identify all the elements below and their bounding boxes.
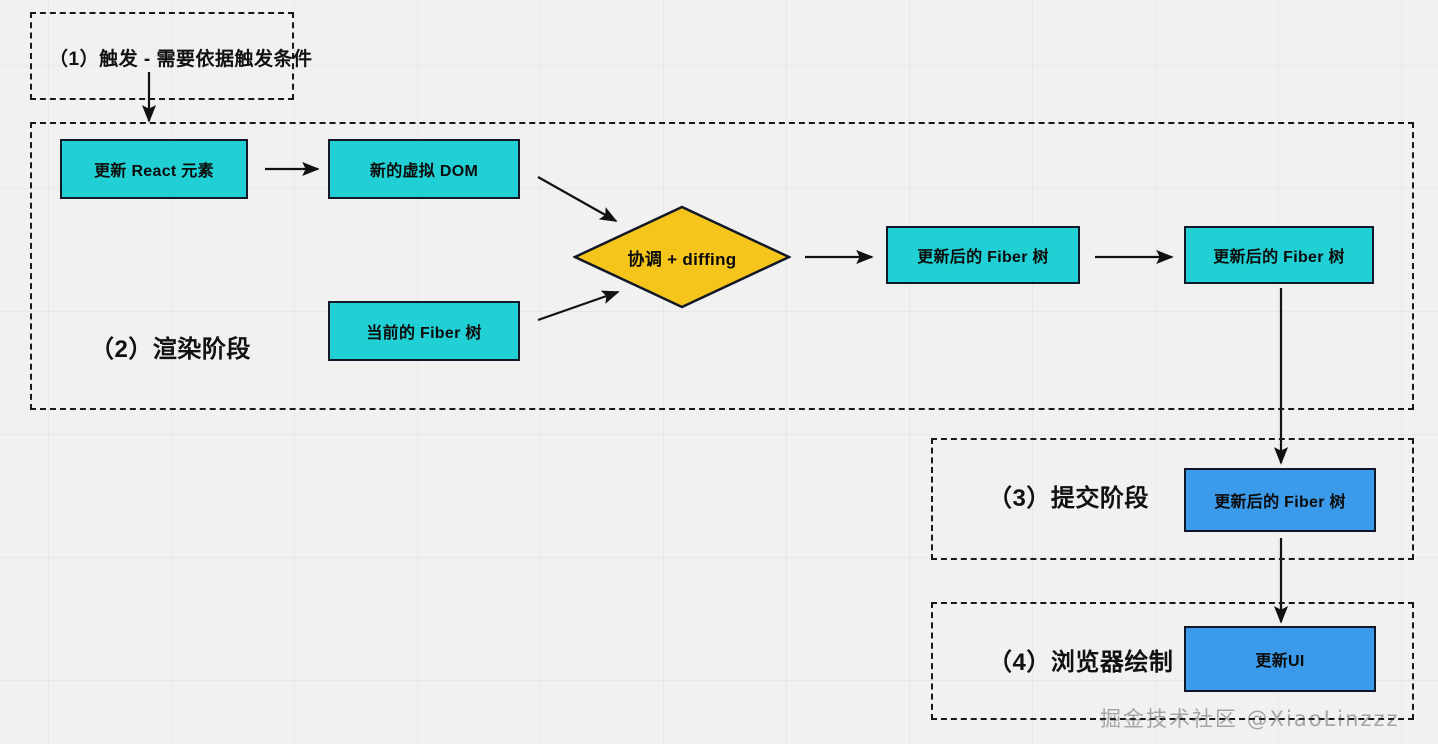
node-new-virtual-dom[interactable]: 新的虚拟 DOM xyxy=(328,139,520,199)
node-update-ui[interactable]: 更新UI xyxy=(1184,626,1376,692)
node-update-react-element[interactable]: 更新 React 元素 xyxy=(60,139,248,199)
node-current-fiber-tree-label: 当前的 Fiber 树 xyxy=(366,325,482,342)
node-new-virtual-dom-label: 新的虚拟 DOM xyxy=(369,163,479,180)
node-update-ui-label: 更新UI xyxy=(1255,653,1305,670)
node-updated-fiber-tree-1[interactable]: 更新后的 Fiber 树 xyxy=(886,226,1080,284)
node-updated-fiber-tree-3-label: 更新后的 Fiber 树 xyxy=(1214,494,1346,511)
node-updated-fiber-tree-2-label: 更新后的 Fiber 树 xyxy=(1213,249,1345,266)
node-reconcile-diffing[interactable]: 协调 + diffing xyxy=(573,205,791,309)
node-updated-fiber-tree-1-label: 更新后的 Fiber 树 xyxy=(917,249,1049,266)
node-updated-fiber-tree-3[interactable]: 更新后的 Fiber 树 xyxy=(1184,468,1376,532)
group-render[interactable]: （2）渲染阶段 xyxy=(30,122,1414,410)
node-updated-fiber-tree-2[interactable]: 更新后的 Fiber 树 xyxy=(1184,226,1374,284)
node-update-react-element-label: 更新 React 元素 xyxy=(94,163,214,180)
group-trigger[interactable]: （1）触发 - 需要依据触发条件 xyxy=(30,12,312,100)
group-paint-label: （4）浏览器绘制 xyxy=(988,649,1174,676)
diamond-shape xyxy=(573,205,791,309)
node-current-fiber-tree[interactable]: 当前的 Fiber 树 xyxy=(328,301,520,361)
group-commit[interactable]: （3）提交阶段 xyxy=(931,438,1414,560)
group-render-label: （2）渲染阶段 xyxy=(90,336,251,363)
group-commit-label: （3）提交阶段 xyxy=(988,485,1149,512)
node-reconcile-diffing-label: 协调 + diffing xyxy=(627,249,737,269)
watermark: 掘金技术社区 @XiaoLinzzz xyxy=(1100,707,1400,731)
group-paint[interactable]: （4）浏览器绘制 xyxy=(931,602,1414,720)
group-trigger-label: （1）触发 - 需要依据触发条件 xyxy=(49,49,313,70)
